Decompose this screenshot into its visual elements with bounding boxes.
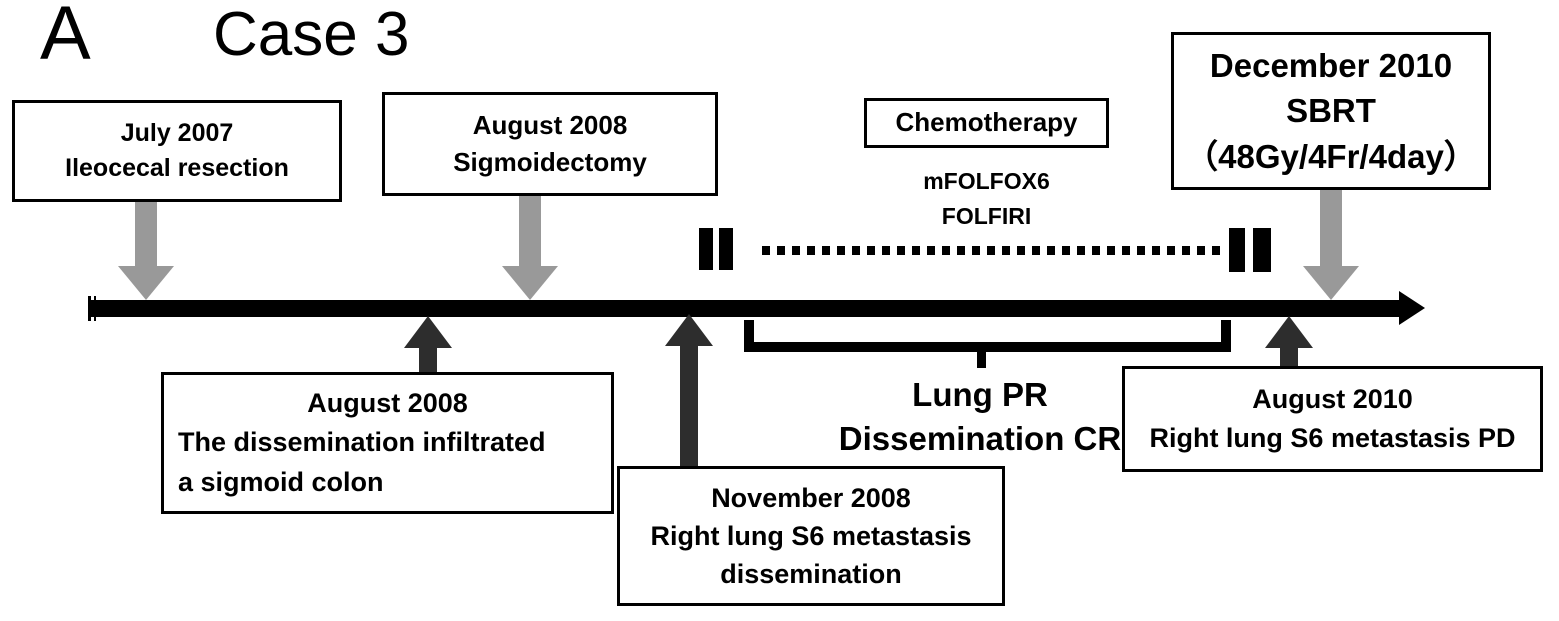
response-bracket-left-tick	[744, 320, 754, 346]
response-lung-pr: Lung PR	[912, 376, 1048, 413]
panel-letter: A	[40, 0, 91, 76]
up-arrow-august-2008-dissemination	[404, 316, 452, 374]
event-line2: Right lung S6 metastasis PD	[1149, 423, 1516, 453]
response-bracket-right-tick	[1221, 320, 1231, 346]
regimen-folfiri: FOLFIRI	[941, 203, 1032, 229]
event-line3: a sigmoid colon	[178, 466, 384, 497]
chemo-period-end-bar-1	[1229, 228, 1245, 272]
event-line2: The dissemination infiltrated	[178, 427, 546, 458]
response-bracket-stem	[977, 350, 986, 368]
event-dose: （48Gy/4Fr/4day）	[1185, 137, 1477, 175]
chemo-period-start-bar-2	[719, 228, 733, 270]
chemotherapy-label: Chemotherapy	[895, 107, 1078, 138]
event-line2: Right lung S6 metastasis	[650, 520, 972, 551]
event-box-august-2008-sigmoidectomy: August 2008 Sigmoidectomy	[382, 92, 718, 196]
response-dissemination-cr: Dissemination CR	[838, 420, 1122, 457]
up-arrow-august-2010	[1265, 316, 1313, 368]
regimen-mfolfox6: mFOLFOX6	[923, 168, 1050, 194]
event-date: July 2007	[120, 118, 234, 147]
event-box-august-2010: August 2010 Right lung S6 metastasis PD	[1122, 366, 1543, 472]
event-date: December 2010	[1209, 46, 1453, 84]
event-box-november-2008: November 2008 Right lung S6 metastasis d…	[617, 466, 1005, 606]
response-bracket-bar	[744, 342, 1231, 352]
case-title: Case 3	[213, 0, 410, 69]
event-description: Ileocecal resection	[65, 154, 289, 182]
timeline-axis-bar	[88, 300, 1406, 317]
event-box-july-2007: July 2007 Ileocecal resection	[12, 100, 342, 202]
chemo-period-dotted-line	[762, 246, 1222, 255]
chemo-period-end-bar-2	[1253, 228, 1271, 272]
down-arrow-july-2007	[118, 202, 174, 300]
event-description: SBRT	[1286, 92, 1376, 130]
chemotherapy-label-box: Chemotherapy	[864, 98, 1109, 148]
event-line3: dissemination	[720, 559, 902, 590]
event-date: August 2008	[307, 388, 468, 419]
timeline-arrowhead-icon	[1399, 291, 1425, 325]
event-box-december-2010-sbrt: December 2010 SBRT （48Gy/4Fr/4day）	[1171, 32, 1491, 190]
chemo-period-start-bar-1	[699, 228, 713, 270]
event-date: August 2008	[472, 110, 628, 141]
down-arrow-december-2010-sbrt	[1303, 190, 1359, 300]
event-box-august-2008-dissemination: August 2008 The dissemination infiltrate…	[161, 372, 614, 514]
down-arrow-august-2008-sigmoidectomy	[502, 196, 558, 300]
event-description: Sigmoidectomy	[453, 147, 647, 177]
up-arrow-november-2008	[665, 314, 713, 468]
event-date: August 2010	[1252, 383, 1413, 414]
event-date: November 2008	[711, 482, 911, 513]
